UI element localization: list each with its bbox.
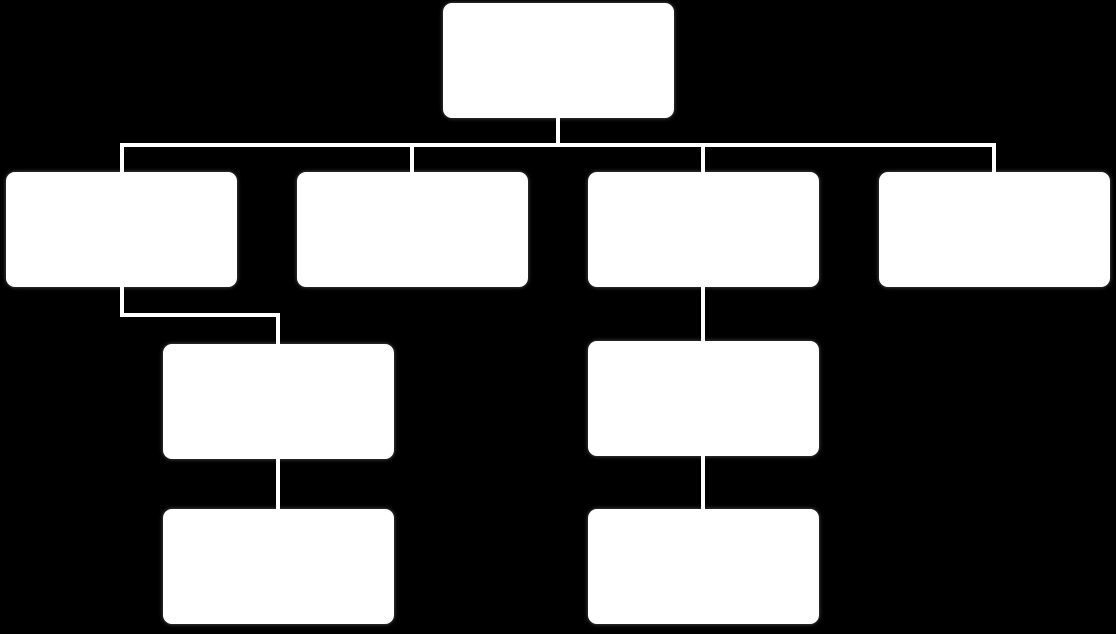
org-node-child-3-1 [588, 341, 819, 456]
org-node-child-1 [6, 172, 237, 287]
org-node-child-3 [588, 172, 819, 287]
org-node-child-2 [297, 172, 528, 287]
org-node-root [443, 3, 674, 118]
org-node-child-4 [879, 172, 1110, 287]
connector-c1-c1-1 [120, 285, 280, 346]
org-node-child-3-1-1 [588, 509, 819, 624]
org-node-child-1-1-1 [163, 509, 394, 624]
org-node-child-1-1 [163, 344, 394, 459]
